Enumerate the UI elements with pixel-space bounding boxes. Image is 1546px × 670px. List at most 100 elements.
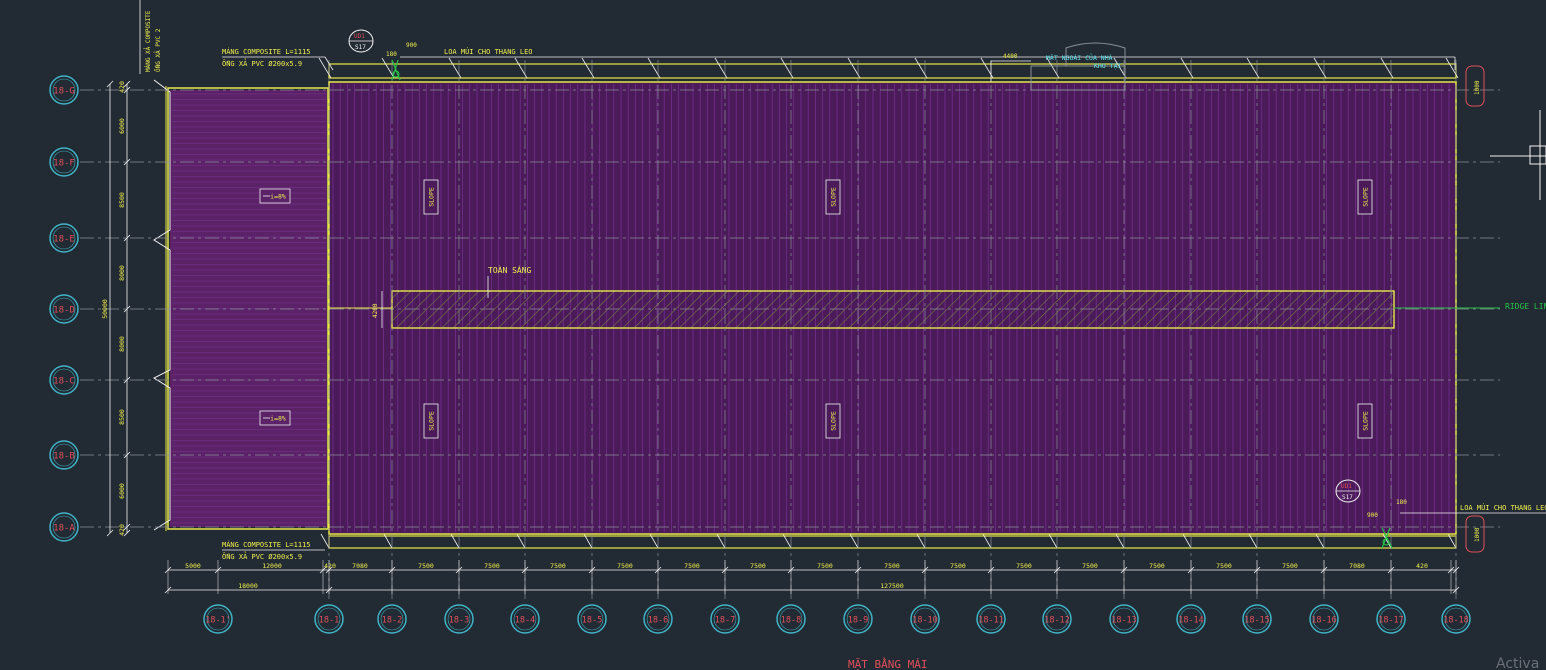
- note-bottom-left-1: MÁNG COMPOSITE L=1115: [222, 540, 311, 549]
- grid-bubble-col-inner: [1444, 607, 1468, 631]
- dim-text-total: 18000: [238, 582, 258, 590]
- grid-col-label: 18-17: [1378, 616, 1404, 626]
- grid-bubble-col: [1242, 604, 1272, 634]
- detail-tag-top-label: UD1: [354, 33, 365, 40]
- dim-900-top: 900: [406, 42, 417, 49]
- ridge-line-label: RIDGE LINE: [1505, 302, 1546, 311]
- grid-col-label: 18-7: [715, 616, 735, 626]
- grid-col-label: 18-15: [1244, 616, 1270, 626]
- dim-tick-left: [123, 158, 131, 166]
- dim-text-bottom: 7500: [817, 562, 833, 570]
- dim-text-bottom: 7080: [1349, 562, 1365, 570]
- vent-note-1: MẶT NGOÀI CỦA NHÀ: [1046, 53, 1113, 62]
- slope-tag-label: SLOPE: [830, 411, 838, 431]
- grid-bubble-row: [49, 294, 79, 324]
- grid-bubble-row: [49, 440, 79, 470]
- slope-tag-box: [423, 403, 439, 439]
- dim-text-left: 420: [118, 524, 126, 536]
- dim-180-bottom: 180: [1396, 499, 1407, 506]
- dim-text-bottom: 5000: [185, 562, 201, 570]
- drain-arrow-bottom: [1315, 533, 1325, 549]
- ladder-bottom-dot: [1382, 538, 1390, 546]
- annex-slope-tags: i=8%i=8%: [259, 188, 291, 426]
- grid-bubble-col-inner: [646, 607, 670, 631]
- ladder-bottom-symbol: [1381, 527, 1393, 549]
- skylight-label: TOÀN SÁNG: [488, 264, 532, 275]
- grid-bubble-col: [1309, 604, 1339, 634]
- dim-text-bottom: 7500: [750, 562, 766, 570]
- drain-arrow-bottom: [649, 533, 659, 549]
- ladder-top-dot: [392, 70, 400, 78]
- activation-watermark: Activa: [1496, 656, 1539, 670]
- dim-text-bottom: 7500: [950, 562, 966, 570]
- note-bottom-left-2: ỐNG XẢ PVC Ø200x5.9: [222, 552, 302, 561]
- drain-arrow-bottom: [320, 533, 330, 549]
- dim-text-bottom: 7500: [617, 562, 633, 570]
- grid-row-label: 18-G: [53, 87, 75, 97]
- slope-tag-box: [1357, 179, 1373, 215]
- grid-bubble-col-inner: [779, 607, 803, 631]
- dim-tick-left: [123, 234, 131, 242]
- dim-tick-total: [325, 586, 333, 594]
- dim-text-left: 8500: [118, 192, 126, 208]
- drain-arrow-top: [1380, 57, 1394, 79]
- grid-bubble-col: [776, 604, 806, 634]
- grid-col-label: 18-3: [449, 616, 469, 626]
- grid-bubble-col-inner: [979, 607, 1003, 631]
- grid-col-label: 18-12: [1044, 616, 1070, 626]
- grid-col-label: 18-1': [205, 616, 231, 626]
- grid-bubble-row: [49, 512, 79, 542]
- dim-4400: 4400: [1003, 53, 1018, 60]
- grid-bubble-col: [976, 604, 1006, 634]
- note-top-left-leader-2: [324, 56, 334, 71]
- drain-arrow-top: [714, 57, 728, 79]
- grid-col-label: 18-6: [648, 616, 668, 626]
- vertical-note-1: MÁNG XẢ COMPOSITE: [144, 10, 152, 72]
- top-gutter: [328, 63, 1457, 79]
- dim-text-bottom: 7080: [352, 562, 368, 570]
- grid-bubble-row-inner: [52, 443, 76, 467]
- grid-row-label: 18-E: [53, 235, 75, 245]
- grid-bubble-row: [49, 223, 79, 253]
- dim-text-bottom: 7500: [1149, 562, 1165, 570]
- grid-bubble-row-inner: [52, 297, 76, 321]
- detail-tag-bottom-label: UD1: [1341, 483, 1352, 490]
- grid-bubble-col-inner: [380, 607, 404, 631]
- drain-arrow-top: [1046, 57, 1060, 79]
- grid-bubble-col-inner: [713, 607, 737, 631]
- grid-bubble-col: [577, 604, 607, 634]
- right-end-top-dim: 1000: [1474, 80, 1481, 95]
- grid-row-label: 18-D: [53, 306, 75, 316]
- dim-text-bottom: 7500: [884, 562, 900, 570]
- grid-col-label: 18-11: [978, 616, 1004, 626]
- drain-arrow-top: [581, 57, 595, 79]
- grid-bubble-col-inner: [1379, 607, 1403, 631]
- dim-tick-left: [123, 80, 131, 88]
- slope-tag-label: SLOPE: [428, 187, 436, 207]
- drain-arrow-top: [914, 57, 928, 79]
- drain-arrow-bottom: [1182, 533, 1192, 549]
- grid-bubble-col-inner: [317, 607, 341, 631]
- drain-arrow-top: [1180, 57, 1194, 79]
- dim-text-total: 127500: [880, 582, 904, 590]
- slope-tag-label: SLOPE: [428, 411, 436, 431]
- dim-4200: 4200: [372, 303, 379, 318]
- grid-bubble-col: [710, 604, 740, 634]
- drain-arrow-bottom: [782, 533, 792, 549]
- ladder-top-symbol: [391, 59, 401, 81]
- dim-text-left: 6000: [118, 483, 126, 499]
- right-end-bottom-dim: 1000: [1474, 527, 1481, 542]
- note-ladder-top: LOA MÚI CHO THANG LEO: [444, 47, 533, 56]
- slope-tag-box: [1357, 403, 1373, 439]
- drain-arrow-bottom: [1115, 533, 1125, 549]
- grid-bubble-row: [49, 75, 79, 105]
- grid-col-label: 18-2: [382, 616, 402, 626]
- grid-bubble-col: [1042, 604, 1072, 634]
- ratio-tag-label: i=8%: [270, 415, 286, 423]
- drain-arrow-bottom: [450, 533, 460, 549]
- skylight-strip: [391, 290, 1395, 329]
- grid-bubble-col-inner: [580, 607, 604, 631]
